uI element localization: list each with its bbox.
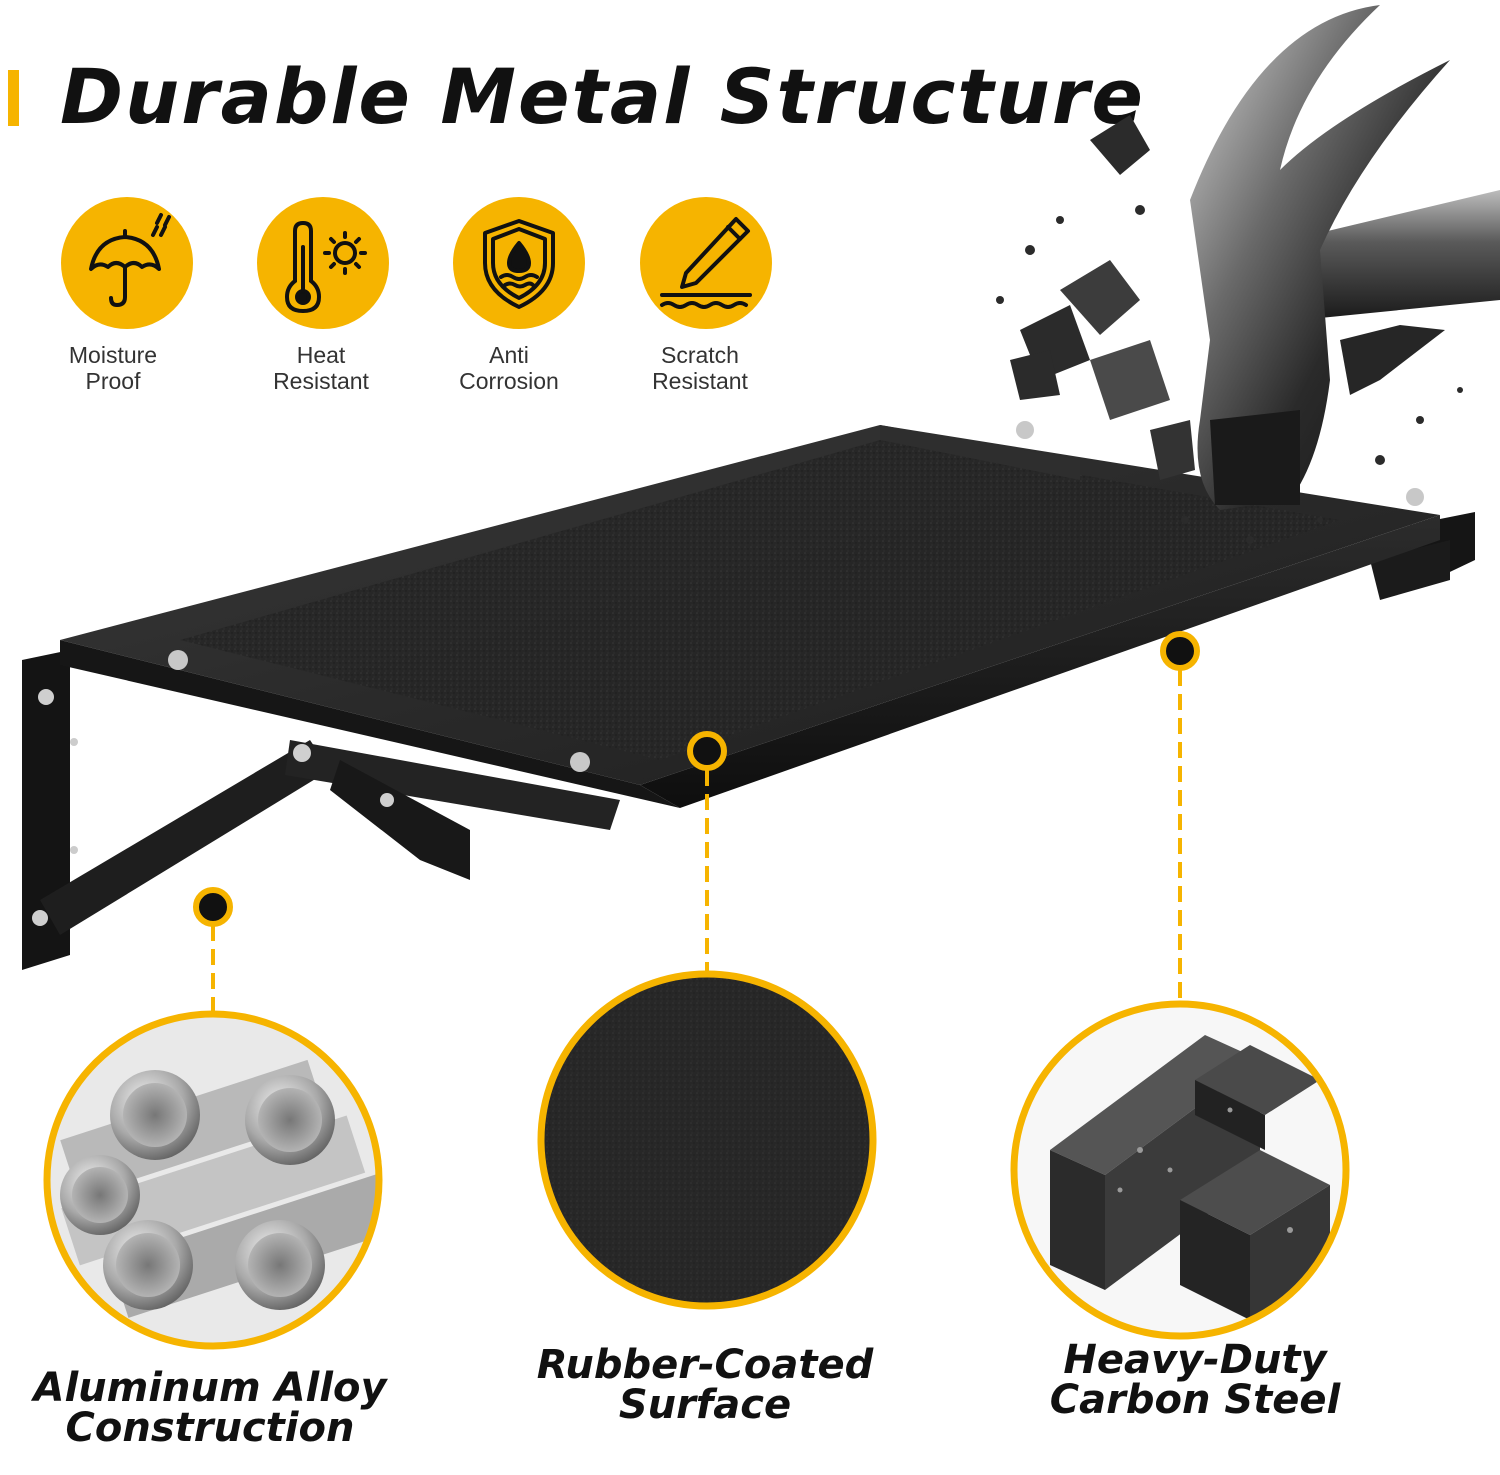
moisture-proof-badge: [61, 197, 193, 329]
tube-ends: [60, 1070, 335, 1310]
folding-bracket-left: [22, 650, 620, 970]
callout-label-line: Construction: [65, 1405, 355, 1451]
callout-leaders: [193, 631, 1200, 1035]
feature-label-line: Resistant: [273, 368, 369, 394]
feature-label-line: Moisture: [68, 342, 158, 368]
feature-label-line: Scratch: [661, 342, 739, 368]
title-accent-bar: [8, 70, 19, 126]
thermometer-sun-icon: [284, 220, 367, 314]
callout-label-line: Carbon Steel: [1049, 1377, 1341, 1423]
callout-label-line: Heavy-Duty: [1063, 1337, 1327, 1383]
feature-label-moisture-proof: Moisture Proof: [23, 342, 203, 394]
scratch-resistant-badge: [640, 197, 772, 329]
callout-label-line: Aluminum Alloy: [33, 1365, 387, 1411]
feature-label-line: Heat: [296, 342, 346, 368]
feature-label-line: Proof: [85, 368, 141, 394]
umbrella-rain-icon: [89, 213, 171, 307]
rubber-surface-closeup: [537, 970, 877, 1310]
callout-label-line: Surface: [618, 1382, 792, 1428]
anti-corrosion-badge: [453, 197, 585, 329]
callout-aluminum-alloy: Aluminum Alloy Construction: [20, 1368, 400, 1448]
feature-label-line: Anti: [489, 342, 529, 368]
feature-label-heat-resistant: Heat Resistant: [231, 342, 411, 394]
shield-droplet-icon: [483, 219, 555, 309]
shelf-platform: [60, 421, 1440, 808]
aluminum-tubes-closeup: [43, 1010, 383, 1350]
callout-label-line: Rubber-Coated: [536, 1342, 874, 1388]
callout-carbon-steel: Heavy-Duty Carbon Steel: [1005, 1340, 1385, 1420]
blade-scratch-icon: [660, 217, 752, 309]
hammer-illustration: [1190, 5, 1500, 510]
carbon-steel-closeup: [1010, 1000, 1350, 1340]
feature-label-anti-corrosion: Anti Corrosion: [419, 342, 599, 394]
feature-label-line: Corrosion: [459, 368, 559, 394]
callout-rubber-coated: Rubber-Coated Surface: [515, 1345, 895, 1425]
page-title: Durable Metal Structure: [60, 52, 1145, 141]
rock-debris: [996, 115, 1463, 544]
feature-label-line: Resistant: [652, 368, 748, 394]
heat-resistant-badge: [257, 197, 389, 329]
feature-label-scratch-resistant: Scratch Resistant: [610, 342, 790, 394]
